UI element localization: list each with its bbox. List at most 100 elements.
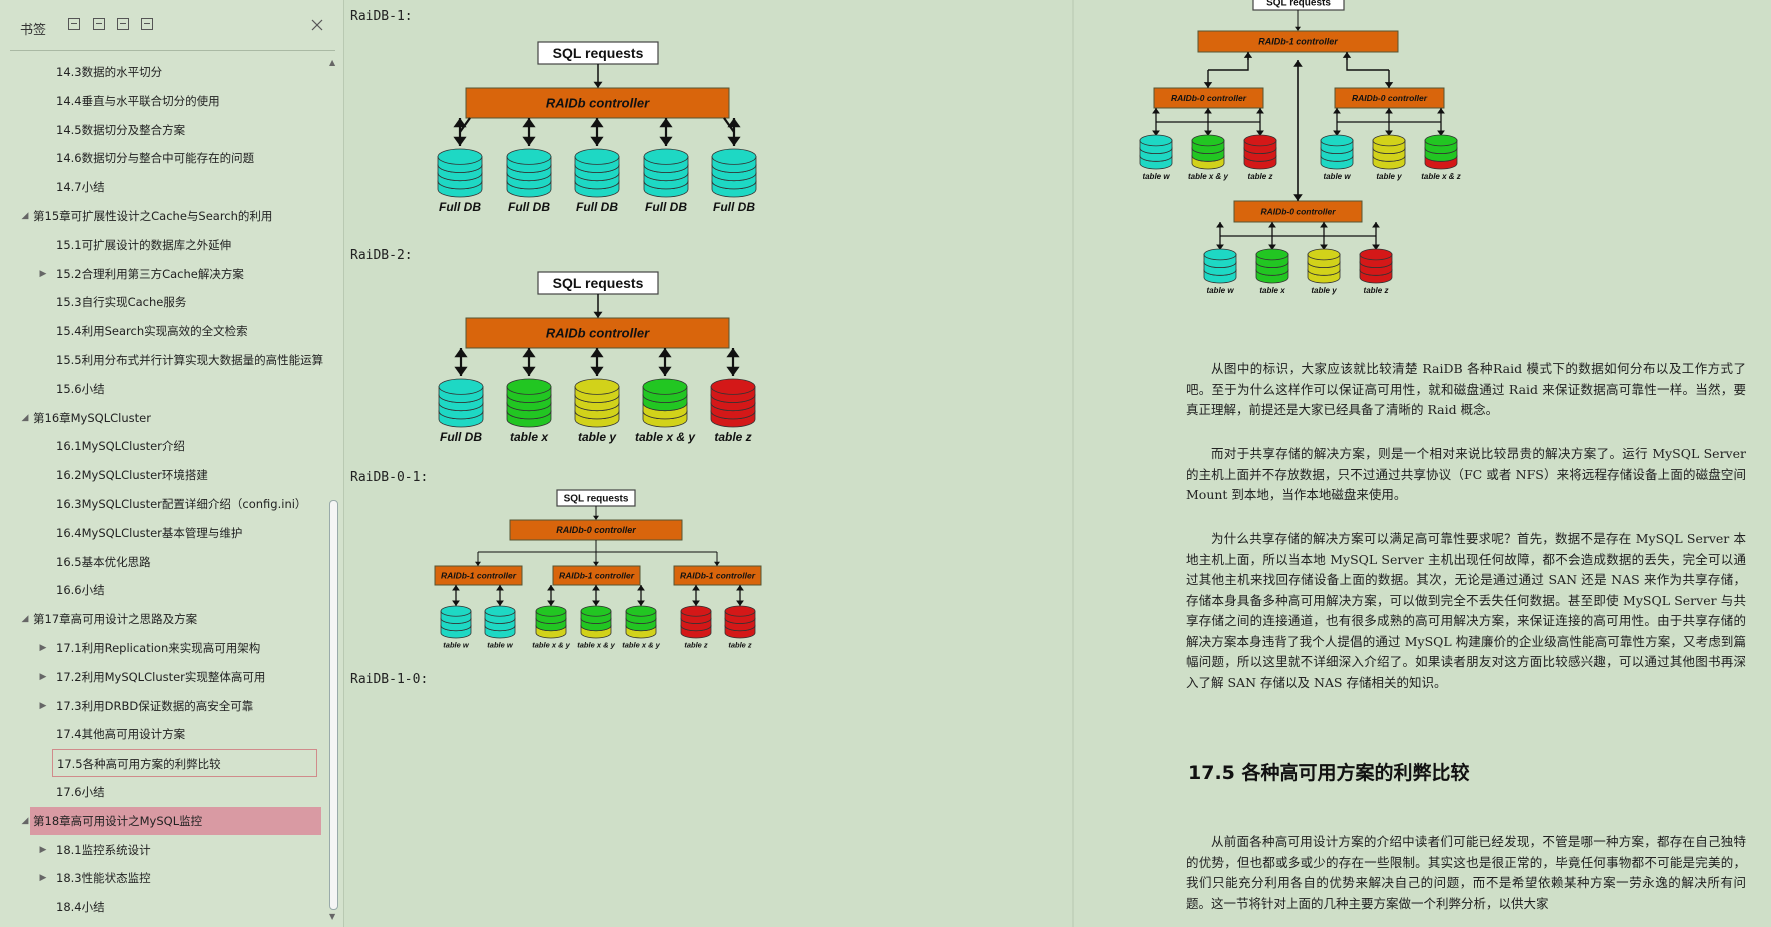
- arrow-head: [1293, 60, 1303, 67]
- arrow-head: [1243, 52, 1253, 58]
- bookmark-item[interactable]: 15.6小结: [56, 381, 105, 396]
- sql-requests-box-label: SQL requests: [564, 494, 629, 505]
- bookmark-item[interactable]: 17.1利用Replication来实现高可用架构: [56, 641, 261, 655]
- expand-toggle-icon[interactable]: ▶: [39, 844, 47, 855]
- close-icon[interactable]: [311, 19, 323, 31]
- sql-requests-box-label: SQL requests: [553, 275, 644, 291]
- bookmark-item[interactable]: 第18章高可用设计之MySQL监控: [30, 806, 321, 835]
- arrow-head: [726, 366, 740, 376]
- raidb-0-controller-label: RAIDb-0 controller: [556, 525, 636, 535]
- raidb-1-controller-label: RAIDb-1 controller: [680, 571, 756, 581]
- bookmark-item[interactable]: 15.4利用Search实现高效的全文检索: [56, 324, 248, 339]
- db-disk: [1359, 248, 1393, 261]
- bookmark-item[interactable]: 第16章MySQLCluster: [33, 410, 151, 425]
- bookmark-item[interactable]: 17.6小结: [56, 785, 105, 799]
- arrow-head: [1268, 244, 1276, 250]
- expand-toggle-icon[interactable]: ◢: [21, 412, 29, 423]
- arrow-head: [659, 136, 673, 146]
- collapse-all-icon[interactable]: [93, 18, 105, 30]
- arrow-head: [658, 348, 672, 358]
- raidb-controller-label: RAIDb controller: [546, 96, 650, 111]
- arrow-head: [1295, 26, 1301, 31]
- arrow-head: [1152, 130, 1160, 136]
- expand-toggle-icon[interactable]: ◢: [21, 211, 29, 221]
- arrow-head: [453, 136, 467, 146]
- db-label: table w: [443, 641, 470, 650]
- arrow-head: [593, 561, 599, 566]
- db-label: table x & y: [532, 641, 570, 650]
- paragraph-4: 从前面各种高可用设计方案的介绍中读者们可能已经发现，不管是哪一种方案，都存在自己…: [1186, 834, 1746, 911]
- expand-toggle-icon[interactable]: ▶: [39, 643, 47, 653]
- expand-toggle-icon[interactable]: ◢: [21, 815, 29, 826]
- db-label: table x & y: [577, 641, 615, 650]
- database-cylinder: [625, 605, 657, 639]
- bookmark-item[interactable]: 15.2合理利用第三方Cache解决方案: [56, 266, 244, 281]
- bookmark-item[interactable]: 14.4垂直与水平联合切分的使用: [56, 93, 220, 108]
- expand-toggle-icon[interactable]: ▶: [39, 671, 47, 682]
- expand-toggle-icon[interactable]: ▶: [39, 873, 47, 884]
- arrow-head: [522, 136, 536, 146]
- add-bookmark-icon[interactable]: [117, 18, 129, 30]
- bookmark-item[interactable]: 16.5基本优化思路: [56, 554, 151, 569]
- arrow-head: [659, 118, 673, 128]
- database-cylinder: [484, 605, 516, 639]
- expand-toggle-icon[interactable]: ▶: [39, 268, 47, 279]
- bookmark-item[interactable]: 17.3利用DRBD保证数据的高安全可靠: [56, 698, 254, 713]
- db-label: Full DB: [508, 200, 550, 214]
- bookmark-properties-icon[interactable]: [141, 18, 153, 30]
- db-label: table x & y: [622, 641, 660, 650]
- bookmark-item[interactable]: 17.2利用MySQLCluster实现整体高可用: [56, 669, 266, 684]
- arrow-head: [1320, 222, 1328, 228]
- bookmark-item[interactable]: 第15章可扩展性设计之Cache与Search的利用: [33, 209, 273, 223]
- label-raidb-2: RaiDB-2:: [350, 248, 413, 263]
- db-label: table w: [1206, 286, 1234, 295]
- paragraph-1: 从图中的标识，大家应该就比较清楚 RaiDB 各种Raid 模式下的数据如何分布…: [1186, 361, 1746, 417]
- bookmark-item[interactable]: 16.1MySQLCluster介绍: [56, 439, 185, 454]
- bookmark-item[interactable]: 14.3数据的水平切分: [56, 65, 163, 79]
- bookmark-item[interactable]: 17.4其他高可用设计方案: [56, 727, 186, 742]
- bookmark-item[interactable]: 18.3性能状态监控: [56, 871, 151, 886]
- db-label: table x: [510, 430, 549, 444]
- paragraph-2: 而对于共享存储的解决方案，则是一个相对来说比较昂贵的解决方案了。运行 MySQL…: [1186, 446, 1746, 502]
- db-label: Full DB: [645, 200, 687, 214]
- expand-all-icon[interactable]: [68, 18, 80, 30]
- scrollbar-thumb[interactable]: [329, 500, 338, 910]
- scroll-up-icon[interactable]: ▲: [329, 58, 336, 67]
- db-disk: [506, 148, 552, 165]
- arrow-head: [592, 600, 600, 606]
- expand-toggle-icon[interactable]: ▶: [39, 700, 47, 711]
- bookmark-item[interactable]: 16.2MySQLCluster环境搭建: [56, 468, 208, 483]
- arrow-head: [692, 600, 700, 606]
- expand-toggle-icon[interactable]: ◢: [21, 614, 29, 625]
- bookmark-item[interactable]: 第17章高可用设计之思路及方案: [33, 612, 198, 627]
- database-cylinder: [1243, 134, 1277, 170]
- bookmark-item[interactable]: 16.6小结: [56, 583, 105, 598]
- sql-requests-box-label: SQL requests: [1266, 0, 1331, 9]
- database-cylinder: [535, 605, 567, 639]
- bookmark-item[interactable]: 15.5利用分布式并行计算实现大数据量的高性能运算: [56, 353, 324, 367]
- bookmark-item[interactable]: 16.3MySQLCluster配置详细介绍（config.ini）: [56, 497, 307, 511]
- db-disk: [1255, 248, 1289, 261]
- bookmark-item[interactable]: 17.5各种高可用方案的利弊比较: [52, 749, 317, 778]
- db-disk: [680, 605, 712, 617]
- db-label: table w: [487, 641, 514, 650]
- bookmark-item[interactable]: 16.4MySQLCluster基本管理与维护: [56, 525, 243, 540]
- arrow-head: [590, 118, 604, 128]
- arrow-head: [453, 118, 467, 128]
- bookmark-item[interactable]: 14.7小结: [56, 180, 105, 195]
- bookmark-item[interactable]: 18.1监控系统设计: [56, 842, 151, 857]
- bookmark-item[interactable]: 18.4小结: [56, 900, 105, 915]
- bookmark-item[interactable]: 15.3自行实现Cache服务: [56, 295, 187, 310]
- bookmark-item[interactable]: 14.5数据切分及整合方案: [56, 122, 186, 137]
- arrow-head: [1384, 82, 1394, 88]
- db-disk: [506, 378, 552, 395]
- database-cylinder: [1359, 248, 1393, 284]
- scroll-down-icon[interactable]: ▼: [329, 912, 336, 921]
- raidb-1-top-controller: [1197, 30, 1399, 53]
- bookmark-item[interactable]: 15.1可扩展设计的数据库之外延伸: [56, 237, 232, 252]
- db-disk: [1139, 134, 1173, 147]
- arrow-head: [593, 81, 603, 88]
- bookmark-item[interactable]: 14.6数据切分与整合中可能存在的问题: [56, 151, 255, 166]
- arrow-head: [547, 600, 555, 606]
